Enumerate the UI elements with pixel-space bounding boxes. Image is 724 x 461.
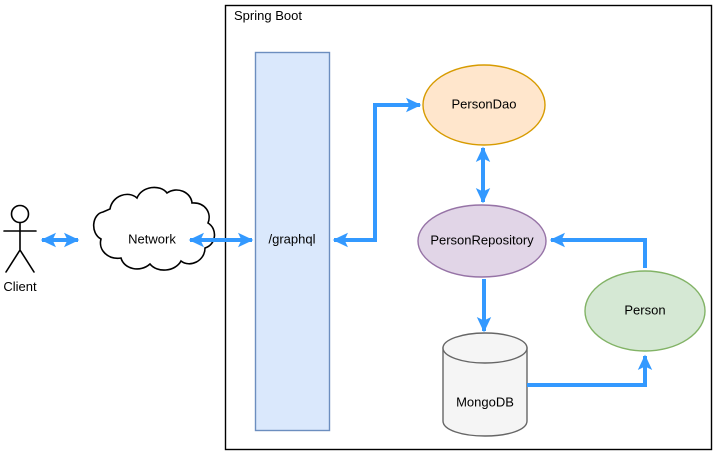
person-entity-shape — [584, 270, 706, 352]
person-dao-node[interactable]: PersonDao — [422, 64, 546, 146]
edge-person-dao-graphql — [332, 105, 377, 248]
client-actor-label: Client — [3, 279, 37, 294]
person-dao-label: PersonDao — [451, 96, 516, 111]
network-cloud-label: Network — [128, 231, 176, 246]
mongodb-cylinder-top — [442, 332, 528, 364]
person-entity-node[interactable]: Person — [584, 270, 706, 352]
network-cloud-shape — [92, 186, 216, 271]
person-repository-label: PersonRepository — [430, 232, 534, 247]
person-entity-label: Person — [624, 302, 665, 317]
client-actor-body — [3, 222, 37, 273]
network-cloud-node[interactable]: Network — [92, 186, 216, 271]
mongodb-database-node[interactable]: MongoDB — [442, 332, 528, 437]
graphql-endpoint-label: /graphql — [269, 231, 316, 246]
mongodb-cylinder-body — [442, 347, 528, 437]
client-actor-head — [10, 204, 30, 224]
spring-boot-container-label: Spring Boot — [234, 8, 302, 23]
person-repository-shape — [417, 204, 547, 278]
edge-person-person-repository — [549, 232, 647, 268]
graphql-endpoint-node[interactable] — [254, 51, 331, 432]
person-dao-shape — [422, 64, 546, 146]
client-actor-node[interactable] — [3, 204, 37, 273]
person-repository-node[interactable]: PersonRepository — [417, 204, 547, 278]
edge-mongodb-person — [527, 354, 653, 387]
mongodb-database-label: MongoDB — [456, 394, 514, 409]
